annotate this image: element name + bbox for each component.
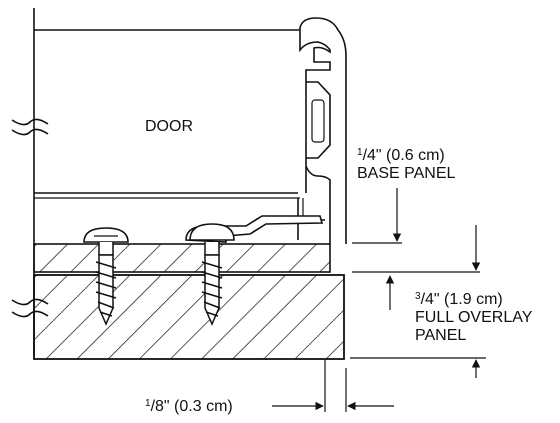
overlay-panel-fraction-numerator: 3 (415, 291, 421, 302)
overlay-panel-dimension-lines (350, 275, 486, 378)
base-panel-fraction-denominator: 4 (367, 147, 376, 164)
break-mark-top (11, 118, 49, 136)
clip-screw (185, 215, 324, 326)
break-mark-bottom (11, 298, 49, 318)
gap-measurement: 1/8" (0.3 cm) (145, 398, 233, 415)
base-panel-name: BASE PANEL (357, 165, 456, 182)
base-panel-fraction-numerator: 1 (357, 147, 363, 158)
gap-fraction-denominator: 8 (155, 398, 164, 415)
overlay-panel-name-line2: PANEL (415, 327, 466, 344)
gap-fraction-numerator: 1 (145, 398, 151, 409)
full-overlay-panel (33, 274, 345, 360)
door-edge-profile (299, 17, 347, 244)
gap-dimension-lines (272, 360, 394, 412)
overlay-panel-fraction-denominator: 4 (425, 291, 434, 308)
overlay-panel-measurement-text: " (1.9 cm) (434, 291, 503, 308)
pan-head-screw (83, 227, 129, 326)
overlay-panel-measurement: 3/4" (1.9 cm) (415, 291, 503, 308)
door-label: DOOR (145, 118, 193, 135)
base-panel-measurement-text: " (0.6 cm) (376, 147, 445, 164)
base-panel-dimension-lines (352, 188, 481, 273)
gap-measurement-text: " (0.3 cm) (164, 398, 233, 415)
base-panel (33, 243, 331, 273)
overlay-panel-name-line1: FULL OVERLAY (415, 309, 533, 326)
base-panel-measurement: 1/4" (0.6 cm) (357, 147, 445, 164)
